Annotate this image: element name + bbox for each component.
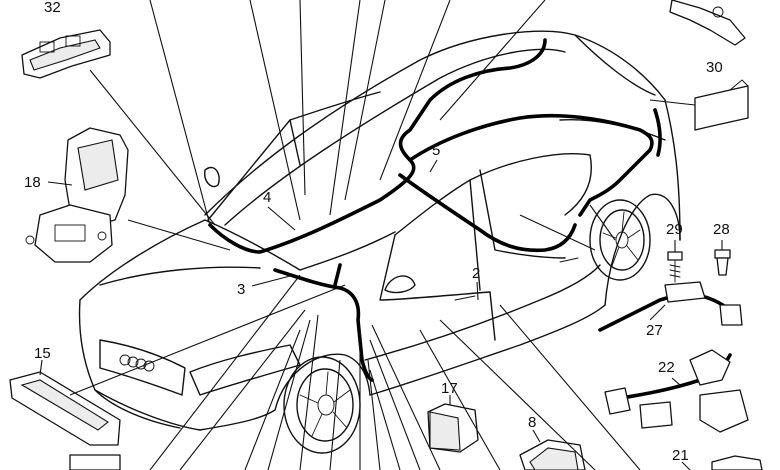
part-32-connector-housing [21,29,111,79]
part-27-harness-section [598,281,743,332]
part-22-harness-connectors [604,349,749,433]
leader-lines [39,0,723,470]
wiring-harness [208,38,662,382]
callout-5: 5 [432,142,440,159]
rear-wheel [589,199,651,281]
car-body [78,30,681,454]
part-21-bracket [711,455,763,470]
callout-29: 29 [666,221,683,238]
part-17-relay-box [427,403,479,453]
part-18-control-bracket [25,127,129,263]
part-28-clip [714,249,731,276]
part-30-rear-module [694,79,749,131]
part-top-right-bracket [669,0,746,46]
callout-21: 21 [672,447,689,464]
callout-4: 4 [263,189,271,206]
part-15-harness-guide [9,371,121,470]
callout-30: 30 [706,59,723,76]
callout-2: 2 [472,265,480,282]
part-29-screw [667,251,683,283]
callout-17: 17 [441,380,458,397]
part-8-cover [519,439,586,470]
callout-28: 28 [713,221,730,238]
callout-18: 18 [24,174,41,191]
callout-27: 27 [646,322,663,339]
callout-15: 15 [34,345,51,362]
callout-3: 3 [237,281,245,298]
callout-labels: 32 30 18 4 5 3 2 29 28 27 15 17 8 22 21 [24,0,730,464]
callout-22: 22 [658,359,675,376]
audi-rings-emblem [119,354,155,372]
callout-32: 32 [44,0,61,16]
callout-8: 8 [528,414,536,431]
